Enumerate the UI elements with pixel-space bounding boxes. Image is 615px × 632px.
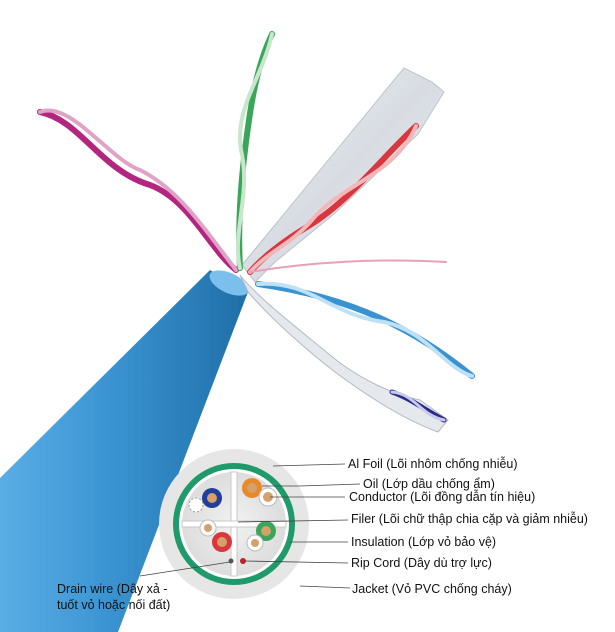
twisted-pair-blue bbox=[255, 281, 475, 379]
cable-jacket bbox=[0, 270, 249, 632]
label-conductor: Conductor (Lõi đồng dẫn tín hiệu) bbox=[349, 490, 536, 504]
label-oil: Oil (Lớp dầu chống ẩm) bbox=[363, 477, 495, 491]
label-drain-wire-line1: Drain wire (Dây xả - bbox=[57, 582, 168, 596]
rip-cord-dot bbox=[240, 558, 246, 564]
twisted-pair-purple bbox=[389, 389, 447, 423]
cable-cross-section bbox=[159, 449, 309, 599]
twisted-pair-red bbox=[247, 123, 447, 275]
label-al-foil: Al Foil (Lõi nhôm chống nhiễu) bbox=[348, 457, 518, 471]
twisted-pair-green bbox=[235, 31, 275, 271]
cross-filler bbox=[181, 471, 287, 577]
pair-orange bbox=[242, 478, 278, 507]
label-filer: Filer (Lõi chữ thập chia cặp và giảm nhi… bbox=[351, 512, 588, 526]
pair-blue bbox=[188, 488, 222, 513]
label-drain-wire-line2: tuốt vỏ hoặc nối đất) bbox=[57, 598, 171, 612]
pair-red bbox=[199, 519, 232, 552]
pair-green bbox=[246, 521, 276, 552]
drain-wire-dot bbox=[228, 558, 234, 564]
label-rip-cord: Rip Cord (Dây dù trợ lực) bbox=[351, 556, 492, 570]
leader-lines bbox=[139, 463, 361, 589]
al-foil-sheet bbox=[239, 67, 449, 433]
label-insulation: Insulation (Lớp vỏ bảo vệ) bbox=[351, 535, 497, 549]
label-jacket: Jacket (Vỏ PVC chống cháy) bbox=[352, 582, 512, 596]
twisted-pair-magenta bbox=[37, 108, 239, 273]
